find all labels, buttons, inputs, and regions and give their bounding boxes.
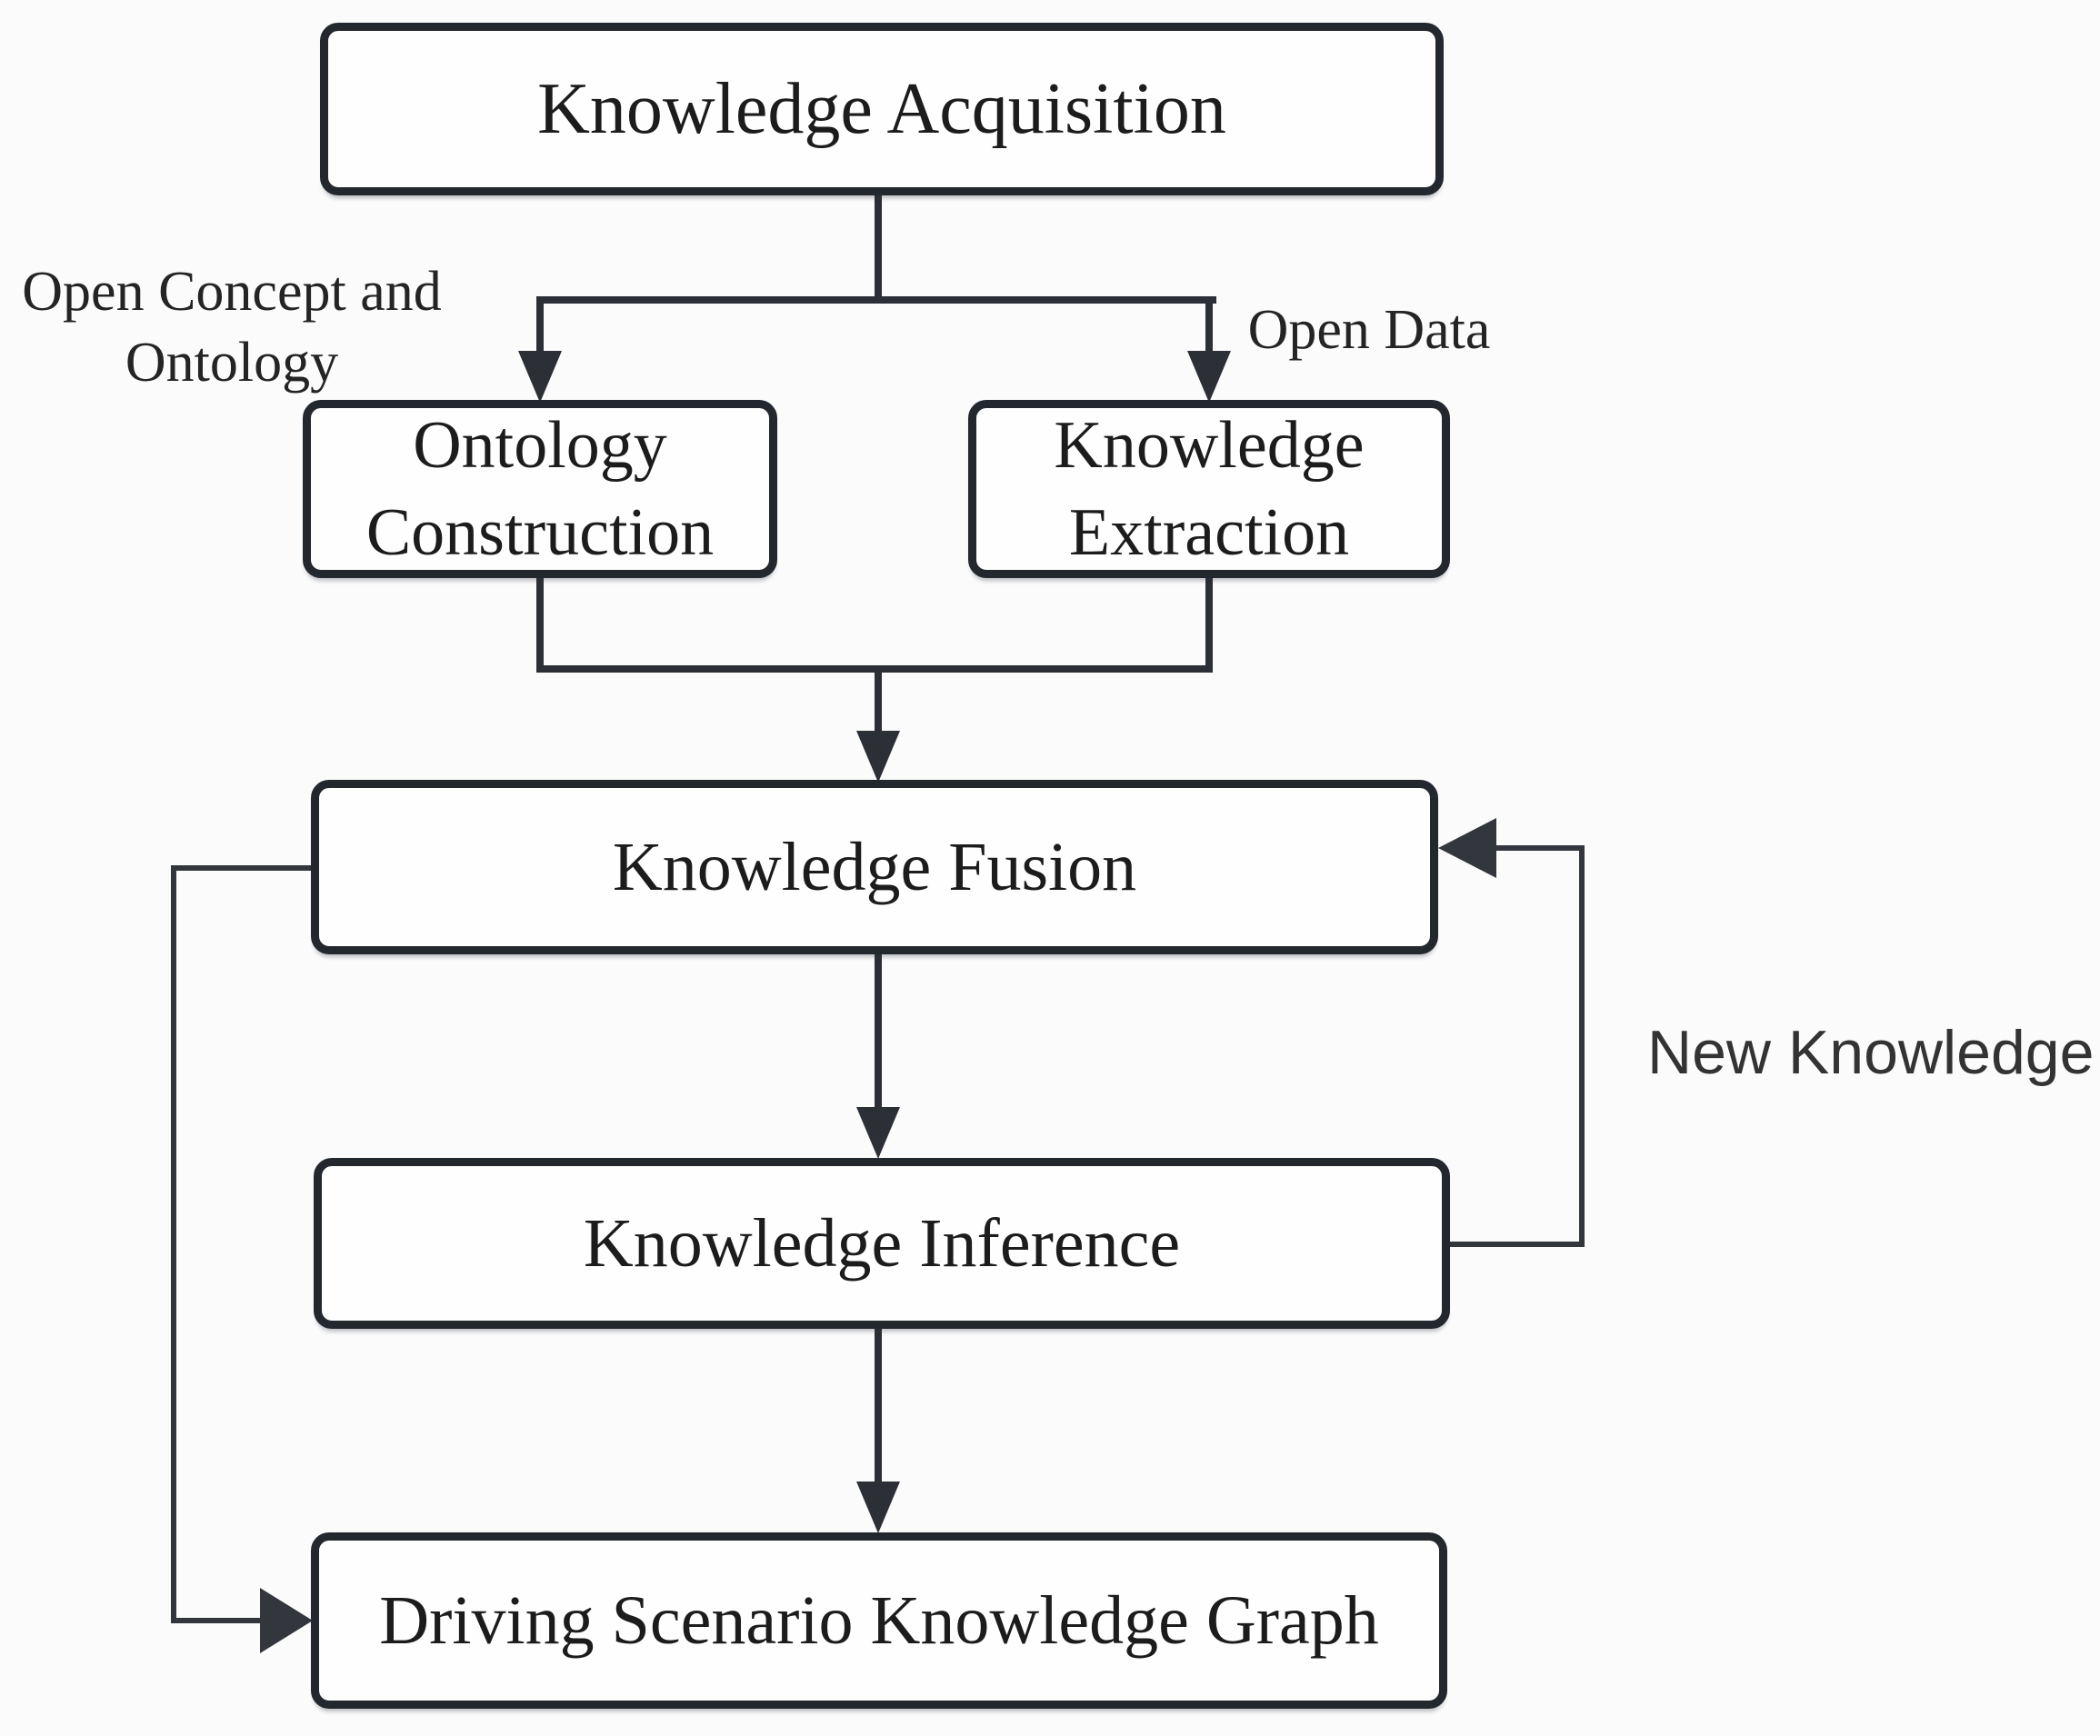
- edge-feedback-exit-inference: [1448, 1242, 1585, 1247]
- node-ontology-construction-label-line1: Ontology: [413, 408, 667, 483]
- edge-fusion-down: [875, 953, 882, 1109]
- edge-label-open-concept-and-ontology: Open Concept and Ontology: [9, 256, 455, 398]
- arrowhead-into-knowledge-fusion: [856, 731, 900, 783]
- node-ontology-construction-label-line2: Construction: [365, 495, 715, 570]
- edge-split-horizontal: [536, 296, 1216, 304]
- node-knowledge-extraction: Knowledge Extraction: [968, 400, 1450, 578]
- node-driving-scenario-knowledge-graph: Driving Scenario Knowledge Graph: [311, 1532, 1447, 1709]
- edge-acquisition-down: [875, 194, 882, 303]
- edge-ontology-down: [536, 576, 544, 673]
- node-knowledge-extraction-label-line1: Knowledge: [1054, 408, 1365, 483]
- edge-merge-down: [875, 665, 882, 733]
- edge-left-into-dskg: [171, 1618, 262, 1623]
- node-knowledge-acquisition: Knowledge Acquisition: [320, 23, 1444, 195]
- edge-left-vertical: [171, 865, 176, 1623]
- edge-label-open-concept-line1: Open Concept and: [22, 261, 442, 323]
- edge-extraction-down: [1205, 576, 1213, 673]
- edge-feedback-into-fusion: [1496, 845, 1585, 851]
- node-ontology-construction: Ontology Construction: [303, 400, 777, 578]
- arrowhead-into-dskg: [856, 1482, 900, 1533]
- edge-label-new-knowledge: New Knowledge: [1647, 1018, 2095, 1087]
- edge-fusion-exit-left: [171, 865, 311, 871]
- edge-inference-down: [875, 1327, 882, 1483]
- node-knowledge-fusion-label: Knowledge Fusion: [612, 829, 1137, 905]
- node-knowledge-inference-label: Knowledge Inference: [583, 1205, 1181, 1282]
- edge-branch-right: [1205, 296, 1213, 353]
- node-driving-scenario-knowledge-graph-label: Driving Scenario Knowledge Graph: [379, 1582, 1379, 1659]
- arrowhead-left-into-dskg: [260, 1588, 313, 1653]
- edge-label-open-data: Open Data: [1247, 299, 1491, 361]
- edge-branch-left: [536, 296, 544, 353]
- arrowhead-into-knowledge-inference: [856, 1107, 900, 1159]
- node-knowledge-inference: Knowledge Inference: [314, 1158, 1450, 1329]
- edge-feedback-vertical-right: [1579, 845, 1585, 1247]
- edge-label-open-concept-line2: Ontology: [125, 332, 339, 394]
- node-knowledge-extraction-label-line2: Extraction: [1068, 495, 1350, 570]
- arrowhead-into-ontology-construction: [518, 351, 562, 403]
- arrowhead-into-knowledge-extraction: [1187, 351, 1231, 403]
- node-knowledge-fusion: Knowledge Fusion: [311, 780, 1438, 954]
- arrowhead-feedback-into-fusion: [1438, 818, 1496, 878]
- node-knowledge-acquisition-label: Knowledge Acquisition: [537, 69, 1226, 149]
